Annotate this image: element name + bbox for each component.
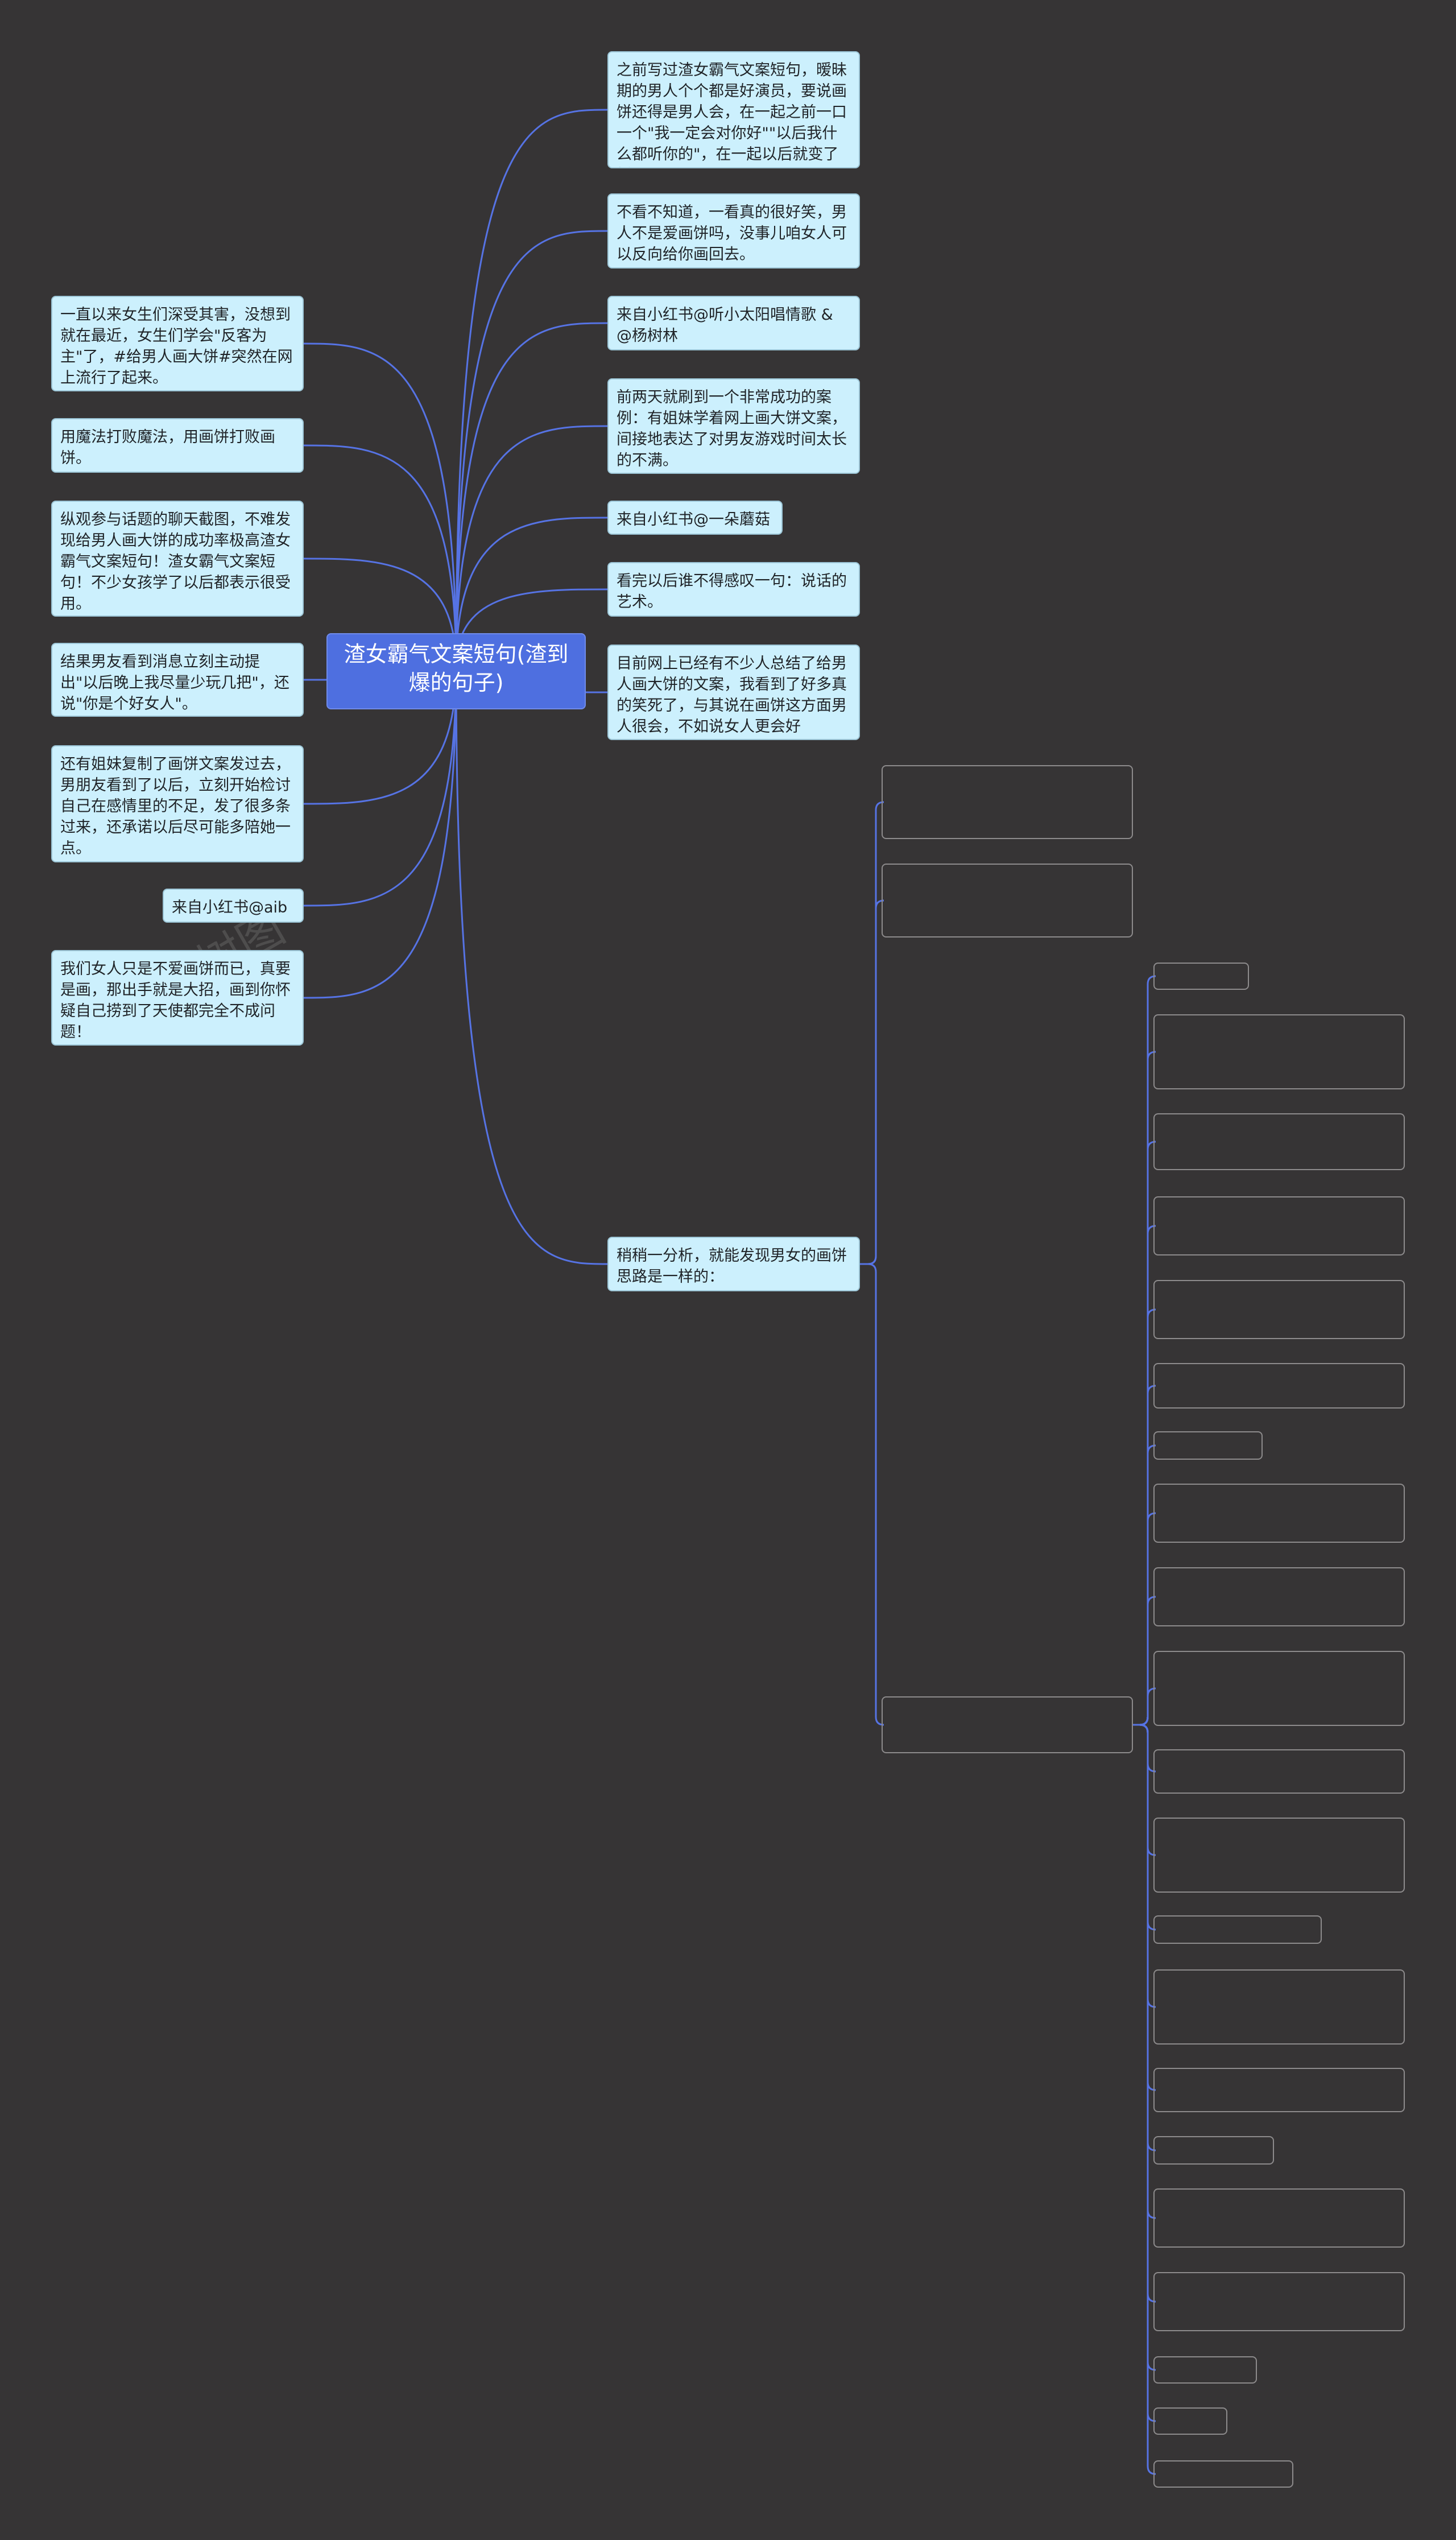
- connector: [860, 1263, 884, 1726]
- right-node-4[interactable]: 前两天就刷到一个非常成功的案例：有姐妹学着网上画大饼文案，间接地表达了对男友游戏…: [607, 378, 860, 474]
- connector: [1133, 1141, 1156, 1726]
- connector: [1133, 1444, 1156, 1726]
- node-text: 之前写过渣女霸气文案短句，暧昧期的男人个个都是好演员，要说画饼还得是男人会，在一…: [617, 61, 847, 167]
- leaf-node[interactable]: [1153, 1014, 1405, 1089]
- connector: [1133, 1596, 1156, 1726]
- connector: [1133, 975, 1156, 1726]
- leaf-node[interactable]: [1153, 2136, 1274, 2165]
- left-node-6[interactable]: 来自小红书@aibQ: [163, 889, 304, 923]
- connector: [455, 109, 608, 668]
- right-node-1[interactable]: 之前写过渣女霸气文案短句，暧昧期的男人个个都是好演员，要说画饼还得是男人会，在一…: [607, 51, 860, 168]
- leaf-node[interactable]: [1153, 1969, 1405, 2045]
- left-node-2[interactable]: 用魔法打败魔法，用画饼打败画饼。: [51, 418, 304, 473]
- right-node-2[interactable]: 不看不知道，一看真的很好笑，男人不是爱画饼吗，没事儿咱女人可以反向给你画回去。: [607, 193, 860, 269]
- connector: [455, 517, 608, 668]
- right-node-6[interactable]: 看完以后谁不得感叹一句：说话的艺术。: [607, 562, 860, 617]
- node-text: 纵观参与话题的聊天截图，不难发现给男人画大饼的成功率极高渣女霸气文案短句！渣女霸…: [60, 511, 291, 613]
- leaf-node[interactable]: [1153, 1567, 1405, 1626]
- node-text: 目前网上已经有不少人总结了给男人画大饼的文案，我看到了好多真的笑死了，与其说在画…: [617, 655, 847, 736]
- sub-node[interactable]: [882, 765, 1133, 839]
- connector: [1133, 1308, 1156, 1726]
- node-text: 前两天就刷到一个非常成功的案例：有姐妹学着网上画大饼文案，间接地表达了对男友游戏…: [617, 389, 847, 469]
- connector: [303, 342, 457, 668]
- right-node-3[interactable]: 来自小红书@听小太阳唱情歌 & @杨树林: [607, 296, 860, 350]
- node-text: 不看不知道，一看真的很好笑，男人不是爱画饼吗，没事儿咱女人可以反向给你画回去。: [617, 204, 847, 263]
- node-text: 看完以后谁不得感叹一句：说话的艺术。: [617, 572, 847, 611]
- connector: [1133, 1724, 1156, 2422]
- node-text: 来自小红书@听小太阳唱情歌 & @杨树林: [617, 306, 833, 345]
- connector: [1133, 1512, 1156, 1726]
- left-node-3[interactable]: 纵观参与话题的聊天截图，不难发现给男人画大饼的成功率极高渣女霸气文案短句！渣女霸…: [51, 501, 304, 617]
- node-text: 用魔法打败魔法，用画饼打败画饼。: [60, 428, 275, 467]
- leaf-node[interactable]: [1153, 1363, 1405, 1409]
- leaf-node[interactable]: [1153, 2356, 1257, 2384]
- left-node-4[interactable]: 结果男友看到消息立刻主动提出"以后晚上我尽量少玩几把"，还说"你是个好女人"。: [51, 643, 304, 717]
- connector: [860, 899, 884, 1265]
- connector: [860, 801, 884, 1265]
- node-text: 来自小红书@一朵蘑菇_: [617, 511, 770, 534]
- connector: [455, 322, 608, 668]
- connector: [1133, 1724, 1156, 2303]
- root-node[interactable]: 渣女霸气文案短句(渣到爆的句子): [326, 633, 586, 709]
- connector: [455, 230, 608, 668]
- right-node-7[interactable]: 目前网上已经有不少人总结了给男人画大饼的文案，我看到了好多真的笑死了，与其说在画…: [607, 645, 860, 740]
- node-text: 我们女人只是不爱画饼而已，真要是画，那出手就是大招，画到你怀疑自己捞到了天使都完…: [60, 960, 291, 1041]
- sub-node[interactable]: [882, 1696, 1133, 1753]
- leaf-node[interactable]: [1153, 1431, 1263, 1460]
- connector: [1133, 1225, 1156, 1726]
- connector: [1133, 1724, 1156, 1931]
- connector: [1133, 1687, 1156, 1726]
- connector: [1133, 1724, 1156, 1773]
- leaf-node[interactable]: [1153, 2460, 1293, 2488]
- right-node-5[interactable]: 来自小红书@一朵蘑菇_: [607, 501, 783, 535]
- leaf-node[interactable]: [1153, 1113, 1405, 1170]
- leaf-node[interactable]: [1153, 1749, 1405, 1794]
- leaf-node[interactable]: [1153, 2068, 1405, 2112]
- connector: [1133, 1724, 1156, 2371]
- leaf-node[interactable]: [1153, 1818, 1405, 1893]
- node-text: 稍稍一分析，就能发现男女的画饼思路是一样的：: [617, 1247, 847, 1286]
- node-text: 来自小红书@aibQ: [172, 899, 288, 922]
- leaf-node[interactable]: [1153, 2407, 1227, 2435]
- connector: [455, 667, 608, 1265]
- connector: [303, 667, 457, 999]
- leaf-node[interactable]: [1153, 963, 1249, 990]
- node-text: 还有姐妹复制了画饼文案发过去，男朋友看到了以后，立刻开始检讨自己在感情里的不足，…: [60, 755, 291, 857]
- leaf-node[interactable]: [1153, 2188, 1405, 2248]
- connector: [303, 667, 457, 907]
- connector: [1133, 1385, 1156, 1726]
- left-node-7[interactable]: 我们女人只是不爱画饼而已，真要是画，那出手就是大招，画到你怀疑自己捞到了天使都完…: [51, 950, 304, 1046]
- left-node-5[interactable]: 还有姐妹复制了画饼文案发过去，男朋友看到了以后，立刻开始检讨自己在感情里的不足，…: [51, 745, 304, 862]
- connector: [1133, 1724, 1156, 2475]
- connector: [303, 557, 457, 668]
- connector: [1133, 1724, 1156, 2008]
- leaf-node[interactable]: [1153, 1915, 1322, 1944]
- sub-node[interactable]: [882, 864, 1133, 937]
- leaf-node[interactable]: [1153, 1196, 1405, 1255]
- node-text: 一直以来女生们深受其害，没想到就在最近，女生们学会"反客为主"了，#给男人画大饼…: [60, 306, 293, 387]
- left-node-1[interactable]: 一直以来女生们深受其害，没想到就在最近，女生们学会"反客为主"了，#给男人画大饼…: [51, 296, 304, 391]
- connector: [1133, 1724, 1156, 2091]
- leaf-node[interactable]: [1153, 2272, 1405, 2331]
- connector: [455, 425, 608, 668]
- leaf-node[interactable]: [1153, 1280, 1405, 1339]
- connector: [1133, 1051, 1156, 1726]
- leaf-node[interactable]: [1153, 1484, 1405, 1543]
- root-title: 渣女霸气文案短句(渣到爆的句子): [344, 642, 569, 695]
- connector: [303, 444, 457, 668]
- node-text: 结果男友看到消息立刻主动提出"以后晚上我尽量少玩几把"，还说"你是个好女人"。: [60, 653, 289, 713]
- connector: [1133, 1724, 1156, 2151]
- connector: [1133, 1724, 1156, 1856]
- leaf-node[interactable]: [1153, 1651, 1405, 1726]
- connector: [1133, 1724, 1156, 2219]
- right-node-8[interactable]: 稍稍一分析，就能发现男女的画饼思路是一样的：: [607, 1237, 860, 1291]
- connector: [303, 667, 457, 805]
